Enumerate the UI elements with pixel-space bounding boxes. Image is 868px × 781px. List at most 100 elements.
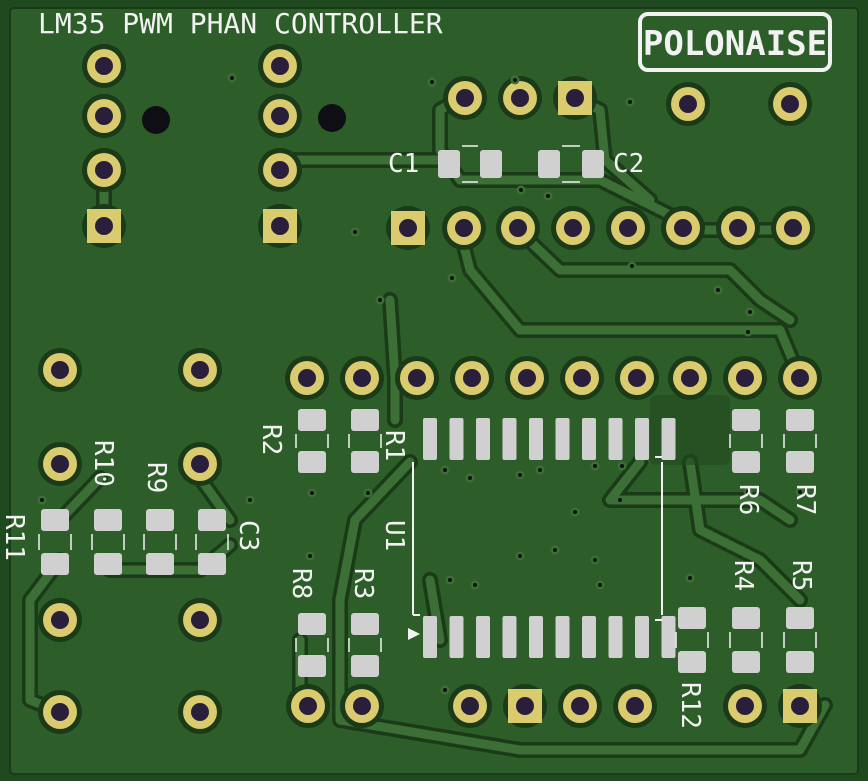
ic-pad bbox=[502, 418, 517, 460]
smd-footprint bbox=[195, 509, 229, 575]
smd-footprint bbox=[729, 607, 763, 673]
label-r8: R8 bbox=[286, 568, 316, 599]
label-r3: R3 bbox=[348, 568, 378, 599]
tht-pad bbox=[551, 206, 595, 250]
tht-pad bbox=[38, 348, 82, 392]
via bbox=[245, 495, 255, 505]
smd-footprint bbox=[729, 409, 763, 473]
tht-pad bbox=[178, 598, 222, 642]
via bbox=[515, 470, 525, 480]
label-r7: R7 bbox=[790, 484, 820, 515]
via bbox=[227, 73, 237, 83]
smd-footprint bbox=[91, 509, 125, 575]
via bbox=[363, 488, 373, 498]
via bbox=[440, 685, 450, 695]
smd-pad bbox=[786, 451, 814, 473]
tht-pad bbox=[443, 76, 487, 120]
via bbox=[543, 191, 553, 201]
tht-pad bbox=[778, 356, 822, 400]
smd-footprint bbox=[348, 409, 382, 473]
smd-pad bbox=[351, 655, 379, 677]
label-r5: R5 bbox=[786, 560, 816, 591]
tht-pad bbox=[450, 356, 494, 400]
tht-pad bbox=[395, 356, 439, 400]
via bbox=[470, 580, 480, 590]
tht-pad bbox=[553, 76, 597, 120]
smd-pad bbox=[678, 651, 706, 673]
tht-pads bbox=[38, 44, 822, 734]
ic-pad bbox=[529, 616, 543, 658]
tht-pad bbox=[560, 356, 604, 400]
via bbox=[350, 227, 360, 237]
tht-pad bbox=[258, 204, 302, 248]
via bbox=[570, 507, 580, 517]
label-c3: C3 bbox=[233, 520, 263, 551]
ic-pad bbox=[555, 418, 570, 460]
u1-outline bbox=[412, 456, 663, 621]
ic-pad bbox=[529, 418, 543, 460]
via bbox=[595, 580, 605, 590]
label-r2: R2 bbox=[256, 424, 286, 455]
smd-footprint bbox=[295, 409, 329, 473]
smd-pad bbox=[298, 409, 326, 431]
smd-pad bbox=[732, 607, 760, 629]
tht-pad bbox=[661, 206, 705, 250]
smd-pad bbox=[94, 509, 122, 531]
smd-pads bbox=[38, 145, 817, 677]
smd-pad bbox=[41, 509, 69, 531]
via bbox=[713, 285, 723, 295]
smd-pad bbox=[351, 451, 379, 473]
smd-pad bbox=[41, 553, 69, 575]
smd-pad bbox=[732, 409, 760, 431]
tht-pad bbox=[723, 356, 767, 400]
tht-pad bbox=[340, 684, 384, 728]
smd-pad bbox=[94, 553, 122, 575]
tht-pad bbox=[82, 44, 126, 88]
polonaise-logo: POLONAISE bbox=[638, 12, 832, 72]
via bbox=[37, 495, 47, 505]
smd-pad bbox=[146, 553, 174, 575]
smd-footprint bbox=[295, 613, 329, 677]
mounting-hole bbox=[318, 104, 346, 132]
tht-pad bbox=[38, 690, 82, 734]
mounting-hole bbox=[142, 106, 170, 134]
ic-pad bbox=[582, 418, 596, 460]
smd-pad bbox=[351, 613, 379, 635]
tht-pad bbox=[498, 76, 542, 120]
ic-pad bbox=[635, 418, 649, 460]
via bbox=[440, 465, 450, 475]
via bbox=[743, 327, 753, 337]
ic-pad bbox=[449, 616, 464, 658]
tht-pad bbox=[558, 684, 602, 728]
via bbox=[625, 97, 635, 107]
tht-pad bbox=[768, 82, 812, 126]
tht-pad bbox=[778, 684, 822, 728]
ic-pad bbox=[423, 418, 437, 460]
smd-footprint bbox=[438, 145, 502, 183]
smd-footprint bbox=[783, 607, 817, 673]
via bbox=[745, 307, 755, 317]
via bbox=[447, 273, 457, 283]
tht-pad bbox=[82, 94, 126, 138]
board-title: LM35 PWM PHAN CONTROLLER bbox=[38, 7, 443, 40]
tht-pad bbox=[505, 356, 549, 400]
tht-pad bbox=[340, 356, 384, 400]
pin1-marker bbox=[408, 628, 420, 640]
smd-pad bbox=[351, 409, 379, 431]
smd-pad bbox=[786, 409, 814, 431]
label-c1: C1 bbox=[388, 149, 419, 179]
via bbox=[615, 495, 625, 505]
tht-pad bbox=[668, 356, 712, 400]
via bbox=[535, 465, 545, 475]
tht-pad bbox=[503, 684, 547, 728]
ic-pad bbox=[608, 616, 623, 658]
smd-pad bbox=[786, 651, 814, 673]
tht-pad bbox=[723, 684, 767, 728]
tht-pad bbox=[448, 684, 492, 728]
label-r10: R10 bbox=[88, 440, 118, 487]
smd-pad bbox=[732, 451, 760, 473]
via bbox=[515, 551, 525, 561]
ic-pad bbox=[582, 616, 596, 658]
via bbox=[685, 573, 695, 583]
